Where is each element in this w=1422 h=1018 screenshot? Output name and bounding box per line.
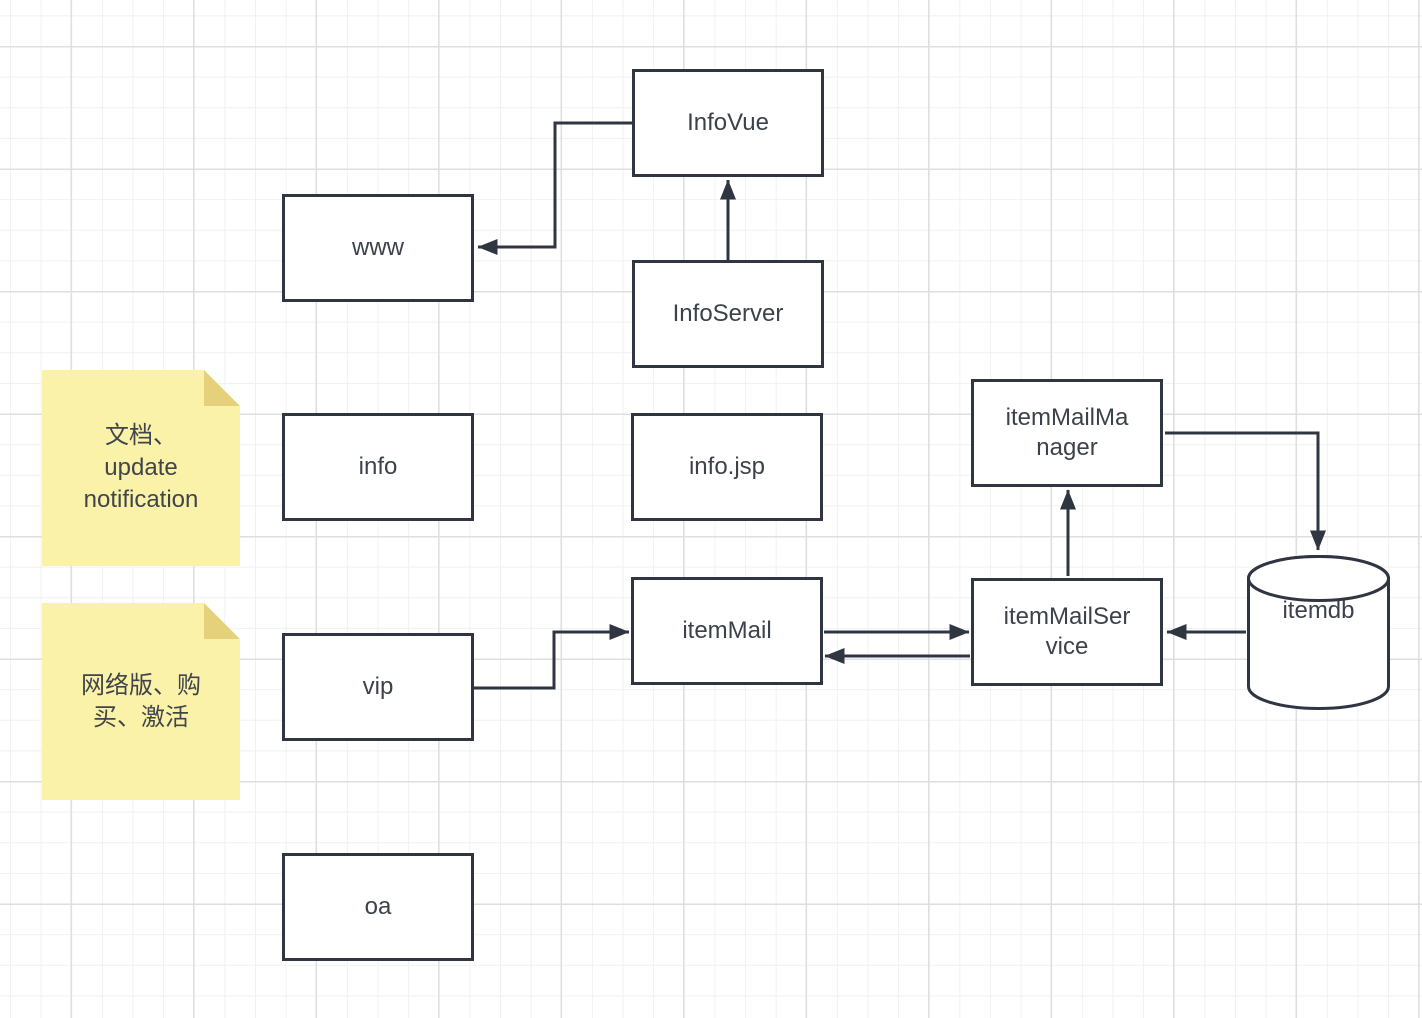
node-itemmail-label: itemMail (682, 617, 772, 644)
database-cylinder-icon (1247, 555, 1390, 710)
sticky-note-network: 网络版、购买、激活 (42, 603, 240, 800)
node-itemdb-label: itemdb (1282, 597, 1355, 624)
edge-vip-to-itemmail (474, 624, 630, 690)
node-info-jsp-label: info.jsp (688, 453, 766, 480)
node-itemmailservice: itemMailService (971, 578, 1163, 686)
node-oa: oa (282, 853, 474, 961)
node-itemmailservice-label: itemMailService (1003, 603, 1131, 660)
node-info-label: info (358, 453, 398, 480)
node-vip: vip (282, 633, 474, 741)
node-itemmail: itemMail (631, 577, 823, 685)
sticky-note-docs-text: 文档、update notification (83, 422, 199, 513)
node-infoserver: InfoServer (632, 260, 824, 368)
node-www-label: www (352, 234, 404, 261)
node-infovue: InfoVue (632, 69, 824, 177)
sticky-note-docs: 文档、update notification (42, 370, 240, 566)
node-vip-label: vip (362, 673, 394, 700)
edge-itemmailmanager-to-itemdb (1165, 431, 1326, 551)
note-fold-corner-icon (204, 603, 240, 639)
sticky-note-network-text: 网络版、购买、激活 (81, 671, 201, 731)
node-infovue-label: InfoVue (687, 109, 769, 136)
node-info: info (282, 413, 474, 521)
node-itemmailmanager: itemMailManager (971, 379, 1163, 487)
edge-infovue-to-www (477, 121, 633, 255)
node-infoserver-label: InfoServer (672, 300, 784, 327)
note-fold-corner-icon (204, 370, 240, 406)
node-itemmailmanager-label: itemMailManager (1005, 404, 1129, 461)
node-www: www (282, 194, 474, 302)
node-oa-label: oa (364, 893, 392, 920)
node-itemdb-database: itemdb (1247, 555, 1390, 710)
node-info-jsp: info.jsp (631, 413, 823, 521)
